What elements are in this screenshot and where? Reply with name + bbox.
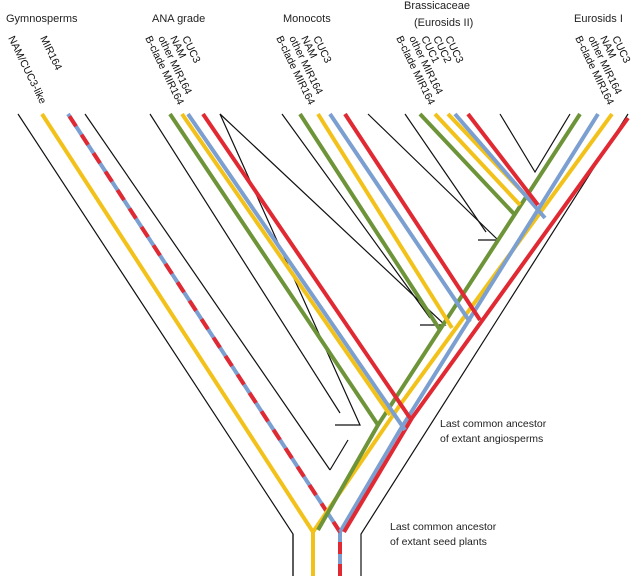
ana-nam: [180, 112, 392, 417]
lineage-angio-red: [342, 116, 630, 534]
outline-ana-inner-left: [149, 113, 341, 414]
gene-lineages: [40, 112, 630, 576]
outline-mono-inner: [281, 113, 431, 319]
outline-gymno-inner: [84, 113, 331, 471]
lineage-angio-other-blue: [338, 112, 600, 534]
outline-outer-right: [360, 113, 629, 576]
annotation-seed-2: of extant seed plants: [390, 536, 487, 548]
lineage-gymno-mir164-blue: [66, 112, 342, 576]
outline-brass-inner: [404, 113, 487, 233]
clade-ana-grade: ANA grade: [152, 13, 205, 25]
annotation-seed-1: Last common ancestor: [390, 521, 497, 533]
clade-monocots: Monocots: [283, 13, 331, 25]
clade-gymnosperms: Gymnosperms: [6, 13, 78, 25]
mono-other: [328, 112, 472, 324]
clade-eurosids-ii: (Eurosids II): [414, 17, 473, 29]
gene-label-gymnosperms-1: MIR164: [37, 34, 64, 72]
outline-eurosid-notch: [499, 113, 571, 174]
outline-ana-inner-right: [219, 113, 361, 426]
clade-eurosids-i: Eurosids I: [574, 13, 623, 25]
ana-other: [186, 112, 407, 432]
outline-angio-inner: [329, 439, 349, 471]
ana-red: [201, 112, 412, 420]
annotation-angiosperm-2: of extant angiosperms: [440, 433, 543, 445]
mono-nam: [316, 112, 454, 330]
brass-red: [466, 112, 540, 207]
mono-bclade: [298, 112, 442, 332]
mono-red: [343, 112, 482, 322]
brass-other: [453, 112, 547, 220]
lineage-gymno-nam: [40, 112, 315, 534]
annotation-angiosperm-1: Last common ancestor: [440, 418, 547, 430]
clade-brassicaceae: Brassicaceae: [404, 0, 470, 12]
brass-bclade: [418, 112, 517, 217]
ana-bclade: [168, 112, 380, 427]
brass-cuc1: [433, 112, 522, 207]
lineage-gymno-mir164-red: [66, 112, 342, 576]
